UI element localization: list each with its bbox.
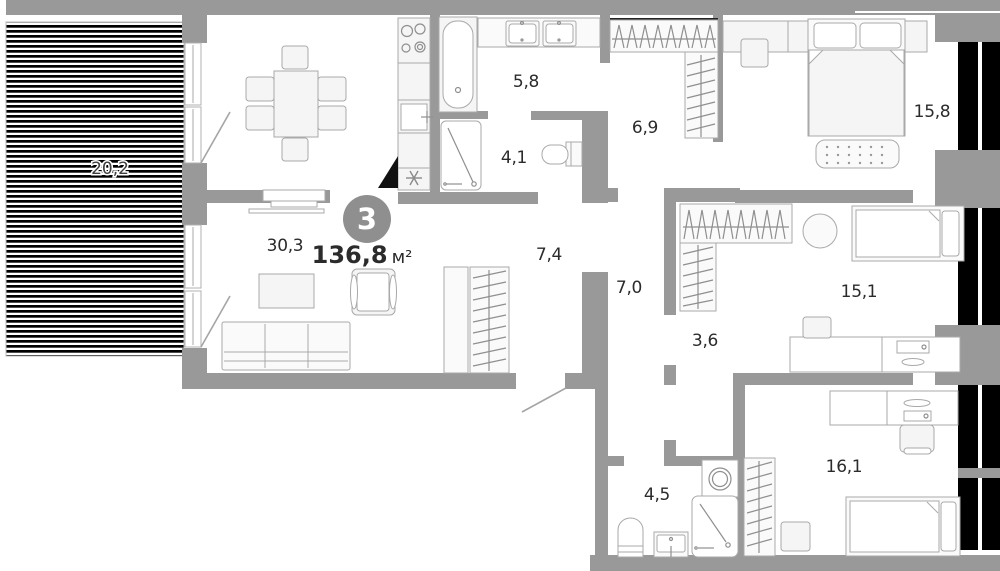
window-bedroom-second-outer (982, 208, 1000, 325)
bathroom-small-area-label: 4,5 (644, 485, 670, 505)
rooms-badge: 3 (343, 195, 391, 243)
pouf (802, 213, 838, 249)
bathroom (438, 16, 601, 113)
dining-set (245, 45, 347, 162)
bathtub-drain (454, 86, 462, 94)
balcony-hatch (5, 21, 185, 357)
balcony-doors (184, 42, 231, 348)
window-bedroom-third-b-outer (982, 478, 1000, 550)
desk-chair (899, 424, 935, 455)
hallway-area-label: 6,9 (632, 118, 658, 138)
bathroom-small (617, 459, 739, 558)
washing-machine (701, 459, 739, 498)
corridor-area-label: 7,4 (536, 245, 562, 265)
bathroom-area-label: 5,8 (513, 72, 539, 92)
sofa (221, 321, 351, 371)
dining-chair (317, 105, 347, 131)
kitchen (378, 17, 433, 191)
rooms-count: 3 (357, 202, 377, 236)
walk-in-closet (679, 203, 793, 312)
corridor-wardrobe (443, 266, 510, 374)
sink (653, 531, 689, 558)
blanket (849, 500, 940, 553)
coffee-table (258, 273, 315, 309)
dining-chair (245, 76, 275, 102)
window-bedroom-third-b (958, 478, 978, 550)
stool (780, 521, 811, 552)
toilet (617, 517, 644, 558)
bedroom-third-area-label: 16,1 (826, 457, 863, 477)
window-bedroom-master-outer (982, 42, 1000, 150)
dining-table (273, 70, 319, 138)
bench (815, 139, 900, 169)
desk (789, 336, 961, 373)
toilet (541, 141, 583, 167)
entrance-door-swing (521, 387, 567, 413)
balcony-door-top-swing (200, 111, 231, 164)
bedroom-third (743, 390, 961, 557)
dining-chair (245, 105, 275, 131)
bedroom-second (789, 205, 965, 373)
blanket (855, 209, 941, 258)
shower-wc-area-label: 4,1 (501, 148, 527, 168)
stove-burners (400, 23, 426, 53)
window-bedroom-third-a-outer (982, 385, 1000, 468)
desk (829, 390, 959, 426)
bedroom-second-area-label: 15,1 (841, 282, 878, 302)
pillow (859, 22, 902, 49)
balcony-door-bottom-swing (200, 295, 231, 348)
windows-right-facade (958, 42, 1000, 550)
wardrobe-room-area-label: 3,6 (692, 331, 718, 351)
pillow (813, 22, 857, 49)
seat (740, 38, 769, 68)
living-room-area-label: 30,3 (267, 236, 304, 256)
balcony (5, 21, 185, 357)
window-bedroom-master (958, 42, 978, 150)
armchair (350, 268, 397, 316)
dining-chair (317, 76, 347, 102)
window-bedroom-third-a (958, 385, 978, 468)
fridge-icon (406, 170, 422, 186)
single-bed (851, 205, 965, 262)
nightstand (904, 20, 928, 53)
pillow (940, 501, 957, 552)
hallway-wardrobes (609, 18, 719, 139)
dining-chair (281, 137, 309, 162)
walls (6, 0, 1000, 571)
bedroom-master-area-label: 15,8 (914, 102, 951, 122)
bedroom-master (722, 18, 928, 169)
blanket (808, 49, 905, 137)
single-bed (845, 496, 961, 557)
living-room (221, 189, 510, 374)
keyboard-icon (903, 410, 932, 422)
monitor-icon (903, 399, 931, 407)
tv (248, 208, 325, 214)
corridor-small-area-label: 7,0 (616, 278, 642, 298)
shower (691, 495, 739, 558)
double-bed (807, 18, 906, 137)
desk-chair (802, 316, 832, 339)
pillow (941, 210, 960, 257)
shower-wc (440, 120, 583, 191)
tv-unit (248, 189, 326, 214)
wardrobe-side (743, 457, 776, 557)
nightstand (787, 20, 809, 53)
shaft-triangle (378, 156, 398, 188)
room-labels: 20,2 5,8 4,1 6,9 15,8 30,3 7,4 7,0 3,6 1… (90, 72, 951, 505)
dining-chair (281, 45, 309, 70)
badge-circle (343, 195, 391, 243)
computer-icon (896, 340, 930, 354)
balcony-area-label: 20,2 (91, 159, 129, 179)
